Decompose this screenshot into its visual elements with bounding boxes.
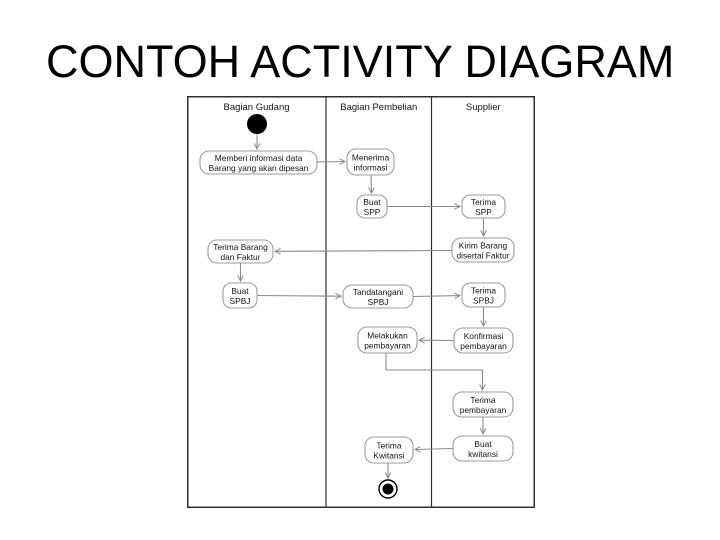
page-title: CONTOH ACTIVITY DIAGRAM	[46, 36, 675, 87]
final-node	[378, 479, 398, 499]
lane-header-bagian-pembelian: Bagian Pembelian	[340, 102, 417, 113]
svg-text:Kirim Barang: Kirim Barang	[459, 241, 508, 251]
activity-melakukan-pembayaran: Melakukan pembayaran	[357, 326, 418, 354]
svg-text:Kwitansi: Kwitansi	[373, 451, 404, 461]
svg-text:SPBJ: SPBJ	[230, 296, 251, 306]
svg-text:pembayaran: pembayaran	[364, 341, 411, 351]
activity-terima-pembayaran: Terima pembayaran	[452, 391, 514, 418]
svg-text:Terima: Terima	[471, 286, 496, 296]
svg-text:Terima Barang: Terima Barang	[213, 242, 268, 252]
svg-text:pembayaran: pembayaran	[460, 341, 507, 351]
activity-memberi-informasi: Memberi informasi data Barang yang akan …	[199, 150, 318, 175]
svg-text:Buat: Buat	[363, 197, 381, 207]
activity-buat-kwitansi: Buat kwitansi	[452, 435, 514, 462]
activity-nodes: Memberi informasi data Barang yang akan …	[199, 148, 515, 464]
svg-text:informasi: informasi	[354, 163, 388, 173]
svg-text:SPP: SPP	[364, 207, 381, 217]
edge-menerima-to-buatspp	[368, 175, 375, 195]
activity-kirim-barang: Kirim Barang disertai Faktur	[451, 237, 515, 263]
edge-tandatangani-to-terimaspbj	[412, 292, 462, 299]
svg-text:Konfirmasi: Konfirmasi	[464, 331, 504, 341]
svg-text:kwitansi: kwitansi	[468, 449, 498, 459]
edge-buatspbj-to-tandatangani	[256, 292, 343, 300]
activity-terima-kwitansi: Terima Kwitansi	[364, 436, 414, 464]
svg-text:disertai Faktur: disertai Faktur	[456, 251, 509, 261]
activity-tandatangani-spbj: Tandatangani SPBJ	[342, 284, 414, 309]
activity-diagram: Bagian Gudang Bagian Pembelian Supplier …	[187, 96, 535, 508]
svg-text:Terima: Terima	[376, 441, 401, 451]
svg-text:SPP: SPP	[475, 207, 492, 217]
activity-buat-spbj: Buat SPBJ	[222, 282, 258, 309]
svg-text:Buat: Buat	[474, 439, 492, 449]
svg-text:Memberi informasi data: Memberi informasi data	[215, 153, 303, 163]
edge-memberi-to-menerima	[316, 158, 347, 165]
activity-diagram-canvas: Bagian Gudang Bagian Pembelian Supplier …	[187, 96, 535, 508]
flow-edges	[237, 134, 487, 480]
svg-text:Menerima: Menerima	[352, 153, 390, 163]
svg-text:pembayaran: pembayaran	[460, 405, 507, 415]
initial-node	[247, 114, 267, 134]
activity-terima-spp: Terima SPP	[461, 194, 506, 219]
swimlane-border	[187, 96, 535, 508]
activity-buat-spp: Buat SPP	[356, 194, 388, 219]
svg-text:Terima: Terima	[471, 197, 496, 207]
svg-text:Barang yang akan dipesan: Barang yang akan dipesan	[209, 163, 309, 173]
swimlane-frame: Bagian Gudang Bagian Pembelian Supplier	[187, 96, 535, 508]
edge-buatkwitansi-to-terimakwitansi	[413, 446, 454, 453]
activity-terima-barang: Terima Barang dan Faktur	[207, 239, 274, 264]
svg-text:Buat: Buat	[231, 286, 249, 296]
lane-header-bagian-gudang: Bagian Gudang	[223, 102, 289, 113]
activity-konfirmasi-pembayaran: Konfirmasi pembayaran	[453, 327, 514, 354]
svg-text:SPBJ: SPBJ	[473, 296, 494, 306]
svg-text:Terima: Terima	[470, 395, 495, 405]
lane-header-supplier: Supplier	[466, 102, 501, 113]
svg-text:Melakukan: Melakukan	[367, 331, 408, 341]
svg-text:Tandatangani: Tandatangani	[353, 287, 403, 297]
svg-text:dan Faktur: dan Faktur	[220, 252, 260, 262]
activity-menerima-informasi: Menerima informasi	[346, 148, 395, 176]
svg-text:SPBJ: SPBJ	[368, 297, 389, 307]
edge-melakukan-to-terimapembayaran	[385, 353, 486, 392]
edge-kirimbarang-to-terimabarang	[273, 248, 453, 255]
activity-terima-spbj: Terima SPBJ	[461, 282, 506, 308]
